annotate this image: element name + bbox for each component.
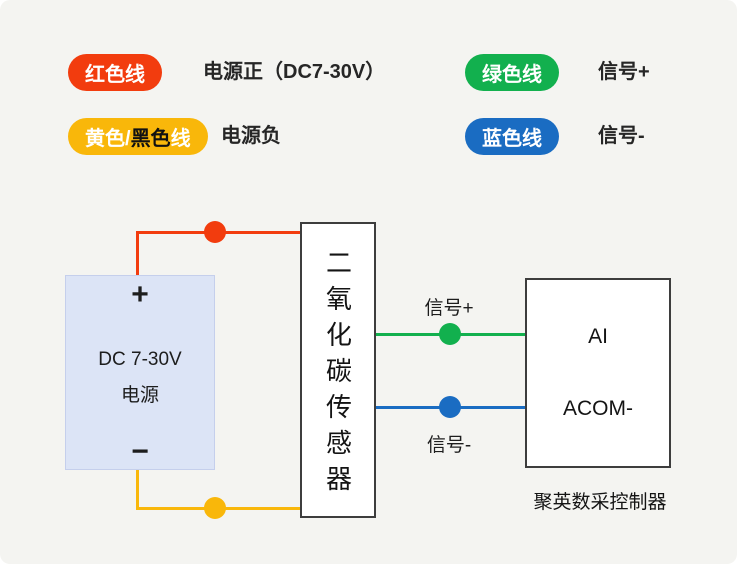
signal-minus-label: 信号-	[426, 435, 472, 456]
red-wire-badge-label: 红色线	[85, 64, 145, 86]
power-supply-label: DC 7-30V 电源	[66, 342, 214, 414]
red-wire-description: 电源正（DC7-30V）	[203, 61, 386, 83]
yellow-badge-part: 黄色/	[85, 128, 131, 150]
black-badge-part: 黑色	[130, 128, 171, 150]
green-wire-badge-label: 绿色线	[482, 64, 542, 86]
yellow-wire-vertical-segment	[136, 469, 139, 510]
blue-wire-badge-label: 蓝色线	[482, 128, 542, 150]
blue-wire-badge: 蓝色线	[465, 118, 559, 155]
yellow-black-wire-badge: 黄色/黑色线	[68, 118, 208, 155]
controller-port-ai: AI	[588, 325, 608, 348]
power-supply-name: 电源	[120, 385, 159, 406]
controller-caption: 聚英数采控制器	[533, 492, 667, 513]
green-wire-description: 信号+	[598, 61, 650, 83]
controller-box: AI ACOM-	[525, 278, 671, 468]
co2-sensor-label: 二氧化碳传感器	[322, 249, 353, 501]
power-supply-box: + DC 7-30V 电源 −	[65, 275, 215, 470]
signal-plus-label: 信号+	[424, 298, 474, 319]
yellow-black-wire-description: 电源负	[221, 125, 281, 147]
red-wire-vertical-segment	[136, 231, 139, 277]
green-wire-dot	[439, 323, 461, 345]
wire-suffix-part: 线	[170, 128, 191, 150]
blue-wire-dot	[439, 396, 461, 418]
red-wire-badge: 红色线	[68, 54, 162, 91]
power-supply-voltage: DC 7-30V	[98, 349, 182, 370]
blue-wire-description: 信号-	[598, 125, 645, 147]
power-minus-terminal: −	[131, 435, 149, 468]
green-wire-badge: 绿色线	[465, 54, 559, 91]
yellow-wire-dot	[204, 497, 226, 519]
red-wire-dot	[204, 221, 226, 243]
power-plus-terminal: +	[131, 278, 149, 311]
controller-port-acom: ACOM-	[563, 397, 633, 420]
co2-sensor-box: 二氧化碳传感器	[300, 222, 376, 518]
